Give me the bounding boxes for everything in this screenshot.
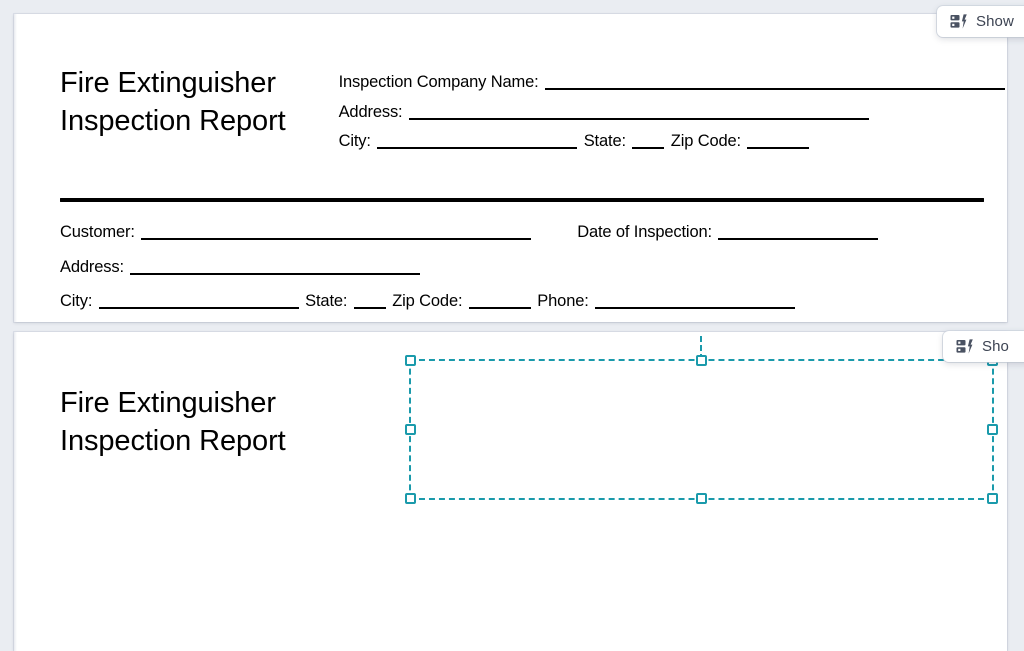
customer-city-label: City: <box>60 292 93 310</box>
customer-and-date-row: Customer: Date of Inspection: <box>60 224 967 241</box>
customer-address-blank[interactable] <box>130 272 421 275</box>
page-2-masthead: Fire Extinguisher Inspection Report <box>14 384 1007 461</box>
customer-label: Customer: <box>60 223 135 241</box>
page-2-document-title: Fire Extinguisher Inspection Report <box>60 387 286 458</box>
customer-state-blank[interactable] <box>353 307 386 309</box>
customer-address-field: Address: <box>60 257 422 276</box>
page-gutter-shading <box>14 14 17 322</box>
page-1-customer-block: Customer: Date of Inspection: Address: <box>60 224 967 310</box>
company-state-label: State: <box>583 132 626 150</box>
customer-state-label: State: <box>305 292 348 310</box>
page-2-company-block-empty[interactable] <box>374 384 1007 394</box>
date-of-inspection-label: Date of Inspection: <box>577 223 712 241</box>
company-city-state-zip-row: City: State: Zip Code: <box>339 133 1007 150</box>
customer-blank[interactable] <box>141 238 532 240</box>
customer-city-field: City: State: Zip Code: Phone: <box>60 293 797 310</box>
customer-zip-label: Zip Code: <box>392 292 463 310</box>
customer-field: Customer: <box>60 224 533 241</box>
date-of-inspection-blank[interactable] <box>718 238 879 240</box>
company-address-blank[interactable] <box>408 117 869 120</box>
company-zip-label: Zip Code: <box>670 132 741 150</box>
company-zip-blank[interactable] <box>747 147 810 149</box>
customer-zip-blank[interactable] <box>468 307 531 309</box>
company-city-label: City: <box>338 132 371 150</box>
customer-phone-label: Phone: <box>537 292 589 310</box>
document-page-2[interactable]: Fire Extinguisher Inspection Report Cust… <box>14 332 1007 651</box>
page-1-company-block: Inspection Company Name: Address: City: … <box>339 64 1007 150</box>
show-fields-button-2[interactable]: Sho <box>943 331 1024 362</box>
show-fields-button-1[interactable]: Show <box>937 6 1024 37</box>
rotation-tether-line <box>700 336 702 360</box>
inspection-company-name-label: Inspection Company Name: <box>338 73 539 91</box>
customer-city-blank[interactable] <box>98 307 299 309</box>
company-address-label: Address: <box>338 102 403 121</box>
inspection-company-name-row: Inspection Company Name: <box>339 74 1007 91</box>
page-2-gutter-shading <box>14 332 17 651</box>
company-address-row: Address: <box>338 102 1007 121</box>
company-city-blank[interactable] <box>377 147 578 149</box>
customer-address-row: Address: <box>60 257 967 276</box>
page-1-masthead: Fire Extinguisher Inspection Report Insp… <box>14 64 1007 150</box>
document-page-1[interactable]: Fire Extinguisher Inspection Report Insp… <box>14 14 1007 322</box>
page-1-document-title: Fire Extinguisher Inspection Report <box>60 67 286 138</box>
show-fields-icon <box>950 14 967 29</box>
customer-phone-blank[interactable] <box>595 307 796 309</box>
company-state-blank[interactable] <box>632 147 665 149</box>
show-fields-icon <box>956 339 973 354</box>
customer-city-state-zip-phone-row: City: State: Zip Code: Phone: <box>60 293 967 310</box>
date-of-inspection-field: Date of Inspection: <box>577 224 880 241</box>
show-fields-button-label: Show <box>976 13 1014 30</box>
show-fields-button-label: Sho <box>982 338 1009 355</box>
page-1-divider-top <box>60 198 984 202</box>
inspection-company-name-blank[interactable] <box>545 88 1005 90</box>
customer-address-label: Address: <box>60 257 124 276</box>
